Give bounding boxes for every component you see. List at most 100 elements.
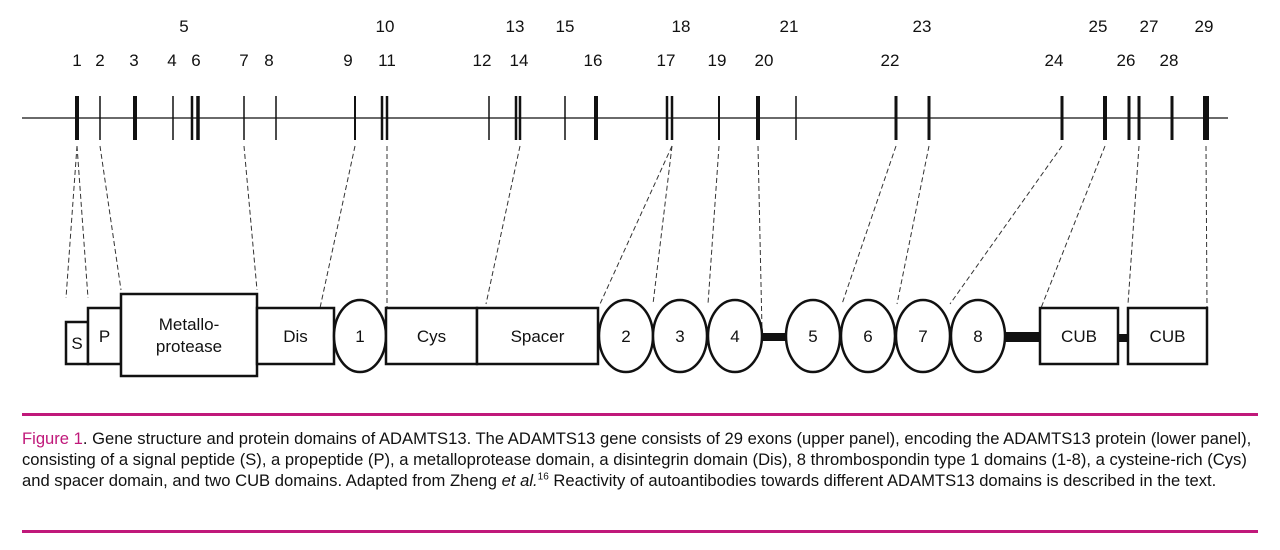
exon-label-19: 19 [708,51,727,70]
exon-label-16: 16 [584,51,603,70]
exon-label-10: 10 [376,17,395,36]
exon-bar-11 [385,96,389,140]
tsp1-domain-7-label: 7 [918,327,927,346]
exon-bar-14 [518,96,522,140]
figure-label: Figure 1 [22,429,83,448]
spacer-domain: Spacer [475,306,600,366]
exon-label-25: 25 [1089,17,1108,36]
tsp1-domain-4-label: 4 [730,327,739,346]
linker-segment-2 [1005,332,1040,342]
linker-segment-3 [1118,334,1128,342]
cysteine-rich-domain-label: Cys [417,327,446,346]
tsp1-domain-3-label: 3 [675,327,684,346]
tsp1-domain-1: 1 [332,298,388,374]
exon-bar-20 [756,96,760,140]
disintegrin-domain-label: Dis [283,327,308,346]
exon-label-2: 2 [95,51,104,70]
connector-line [757,145,763,331]
tsp1-domain-1-label: 1 [355,327,364,346]
connector-line [99,145,122,291]
exon-label-20: 20 [755,51,774,70]
exon-label-24: 24 [1045,51,1064,70]
connector-line [841,145,897,305]
linker-segment-1 [762,333,786,341]
exon-bar-26 [1127,96,1131,140]
exon-domain-connectors [65,145,1208,331]
exon-label-8: 8 [264,51,273,70]
tsp1-domain-8-label: 8 [973,327,982,346]
propeptide-domain-label: P [99,327,110,346]
exon-bar-12 [488,96,490,140]
metalloprotease-domain-label: Metallo-protease [156,315,222,356]
exon-label-3: 3 [129,51,138,70]
exon-bar-13 [514,96,518,140]
spacer-domain-shape [475,306,600,366]
caption-text: . Gene structure and protein domains of … [22,429,1252,490]
exon-bar-10 [380,96,384,140]
exon-bar-21 [795,96,797,140]
exon-label-22: 22 [881,51,900,70]
exon-bar-23 [927,96,931,140]
exon-label-15: 15 [556,17,575,36]
exon-bar-17 [665,96,669,140]
linker-segment-2-bar [1005,332,1040,342]
linker-segment-1-bar [762,333,786,341]
cub-domain-2-shape [1126,306,1209,366]
signal-peptide-domain-label: S [71,334,82,353]
exon-label-7: 7 [239,51,248,70]
exon-label-27: 27 [1140,17,1159,36]
exon-label-1: 1 [72,51,81,70]
exon-bar-3 [133,96,137,140]
tsp1-domain-3: 3 [651,298,709,374]
metalloprotease-domain: Metallo-protease [119,292,259,378]
exon-label-4: 4 [167,51,176,70]
caption-bottom-rule [22,530,1258,533]
figure-caption: Figure 1. Gene structure and protein dom… [22,428,1258,491]
tsp1-domain-7: 7 [894,298,952,374]
exon-label-23: 23 [913,17,932,36]
connector-line [1205,145,1208,309]
disintegrin-domain: Dis [255,306,336,366]
exon-label-6: 6 [191,51,200,70]
exon-label-26: 26 [1117,51,1136,70]
caption-reference: 16 [537,471,549,483]
exon-bar-6 [196,96,200,140]
connector-line [243,145,258,291]
cub-domain-2: CUB [1126,306,1209,366]
exon-label-13: 13 [506,17,525,36]
disintegrin-domain-shape [255,306,336,366]
exon-bar-2 [99,96,101,140]
exon-label-18: 18 [672,17,691,36]
exon-bar-16 [594,96,598,140]
exon-bar-28 [1170,96,1174,140]
exon-bar-22 [894,96,898,140]
cub-domain-2-label: CUB [1150,327,1186,346]
tsp1-domain-6: 6 [839,298,897,374]
metalloprotease-domain-shape [119,292,259,378]
linker-segment-3-bar [1118,334,1128,342]
tsp1-domain-2: 2 [597,298,655,374]
connector-line [485,145,521,305]
cub-domain-1: CUB [1038,306,1120,366]
exon-label-29: 29 [1195,17,1214,36]
connector-line [76,145,89,299]
exon-label-28: 28 [1160,51,1179,70]
signal-peptide-domain: S [64,320,90,366]
connector-line [707,145,720,305]
exon-bar-5 [190,96,194,140]
spacer-domain-label: Spacer [511,327,565,346]
cub-domain-1-label: CUB [1061,327,1097,346]
propeptide-domain: P [86,306,123,366]
exon-bar-29 [1203,96,1209,140]
caption-text-end: Reactivity of autoantibodies towards dif… [548,471,1217,490]
exon-bar-24 [1060,96,1064,140]
tsp1-domain-2-label: 2 [621,327,630,346]
connector-line [599,145,673,305]
tsp1-domain-4: 4 [706,298,764,374]
exon-bar-1 [75,96,79,140]
exon-bar-4 [172,96,174,140]
connector-line [1127,145,1140,305]
caption-top-rule [22,413,1258,416]
